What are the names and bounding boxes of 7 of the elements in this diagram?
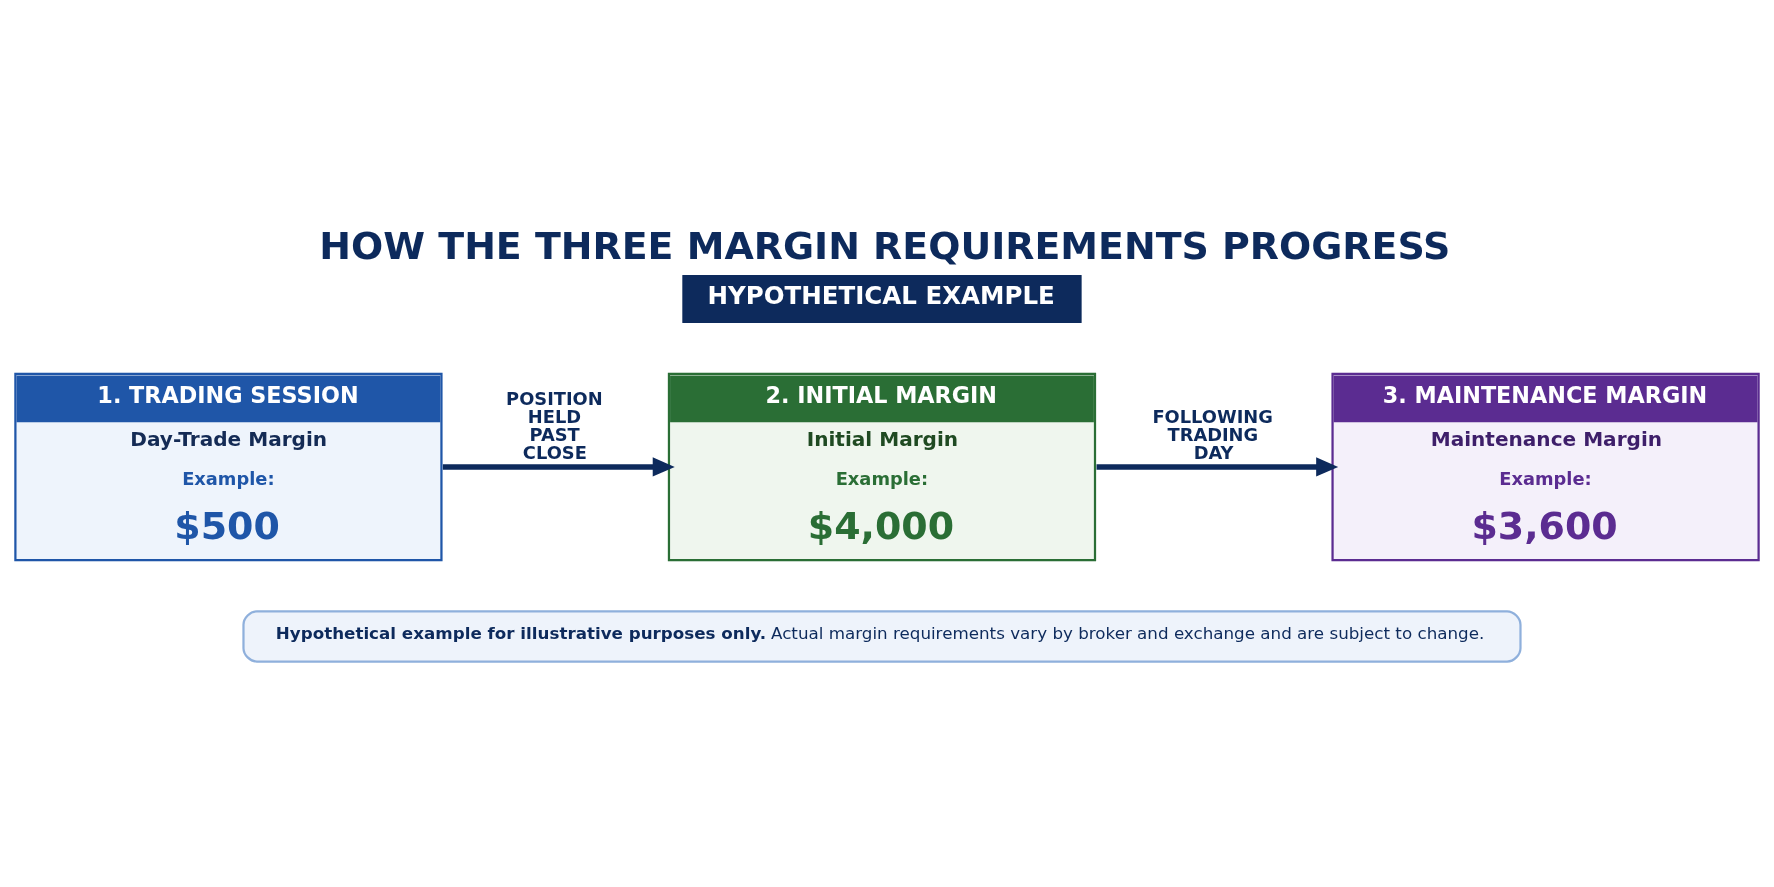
diagram-title: HOW THE THREE MARGIN REQUIREMENTS PROGRESS: [319, 224, 1451, 269]
arrow: [1096, 457, 1339, 477]
node-box: HYPOTHETICAL EXAMPLE: [682, 275, 1082, 324]
edge-label: POSITION HELD PAST CLOSE: [506, 388, 603, 463]
edge-label: FOLLOWING TRADING DAY: [1152, 406, 1273, 463]
node-box: Hypothetical example for illustrative purposes only. Actual margin requirements vary by broker and exchange and are subject to change.: [242, 610, 1522, 663]
arrow: [442, 457, 675, 477]
